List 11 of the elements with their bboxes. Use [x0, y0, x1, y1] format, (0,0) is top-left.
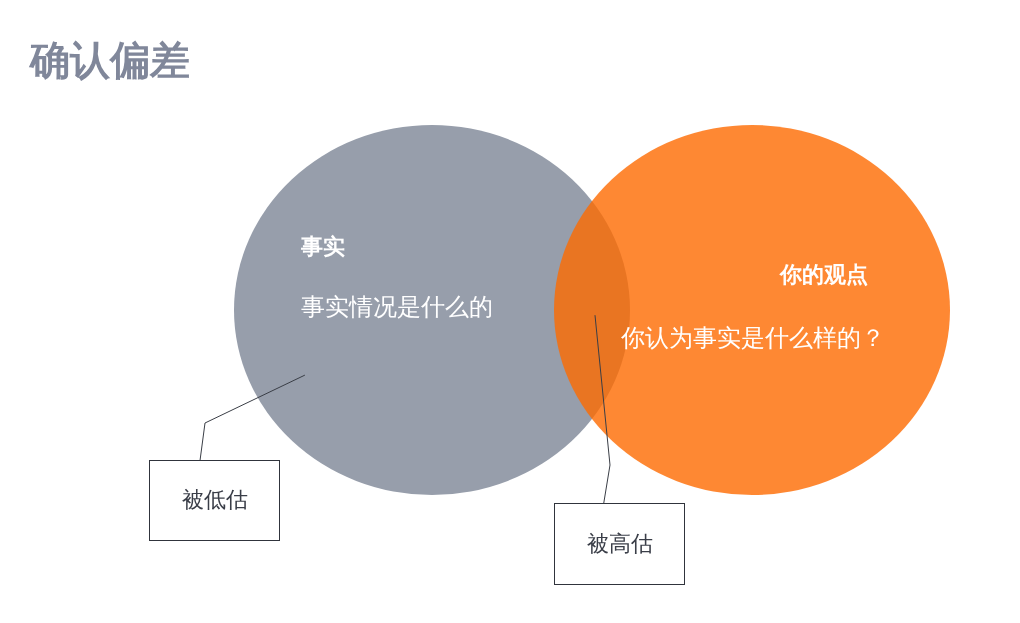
- circle-heading: 事实: [301, 234, 345, 261]
- callout-box: [554, 503, 685, 585]
- circle-heading: 你的观点: [780, 262, 868, 289]
- leader-line: [594, 314, 611, 504]
- leader-line: [199, 374, 306, 461]
- page-title: 确认偏差: [30, 38, 190, 82]
- callout-label: 被高估: [586, 530, 653, 558]
- circle-description: 你认为事实是什么样的？: [621, 324, 885, 353]
- callout-box: [149, 460, 280, 541]
- circle-description: 事实情况是什么的: [301, 293, 493, 322]
- callout-label: 被低估: [181, 487, 248, 514]
